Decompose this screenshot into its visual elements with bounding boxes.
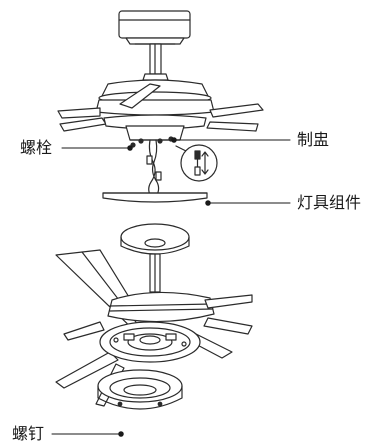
bottom-callout-line (51, 431, 124, 437)
top-fan-assembly (57, 10, 291, 206)
switch-housing-ring (103, 114, 207, 141)
bolt-label: 螺栓 (20, 138, 53, 157)
lower-ceiling-canopy (120, 223, 190, 255)
connector-detail-bubble (175, 144, 218, 182)
switch-housing-plate (99, 321, 201, 363)
lower-downrod (149, 253, 161, 293)
light-kit-label: 灯具组件 (297, 193, 362, 212)
cap-label: 制盅 (297, 130, 330, 149)
light-kit-pan (102, 192, 208, 203)
bottom-fan-assembly (51, 223, 253, 437)
ceiling-canopy (118, 10, 191, 45)
screw-label: 螺钉 (12, 424, 45, 443)
lower-light-kit (97, 369, 183, 410)
downrod (142, 43, 169, 81)
lower-motor-housing (107, 291, 215, 323)
connection-wires (146, 139, 162, 199)
lower-blade-left (55, 249, 149, 335)
top-callout-lines (61, 137, 291, 206)
